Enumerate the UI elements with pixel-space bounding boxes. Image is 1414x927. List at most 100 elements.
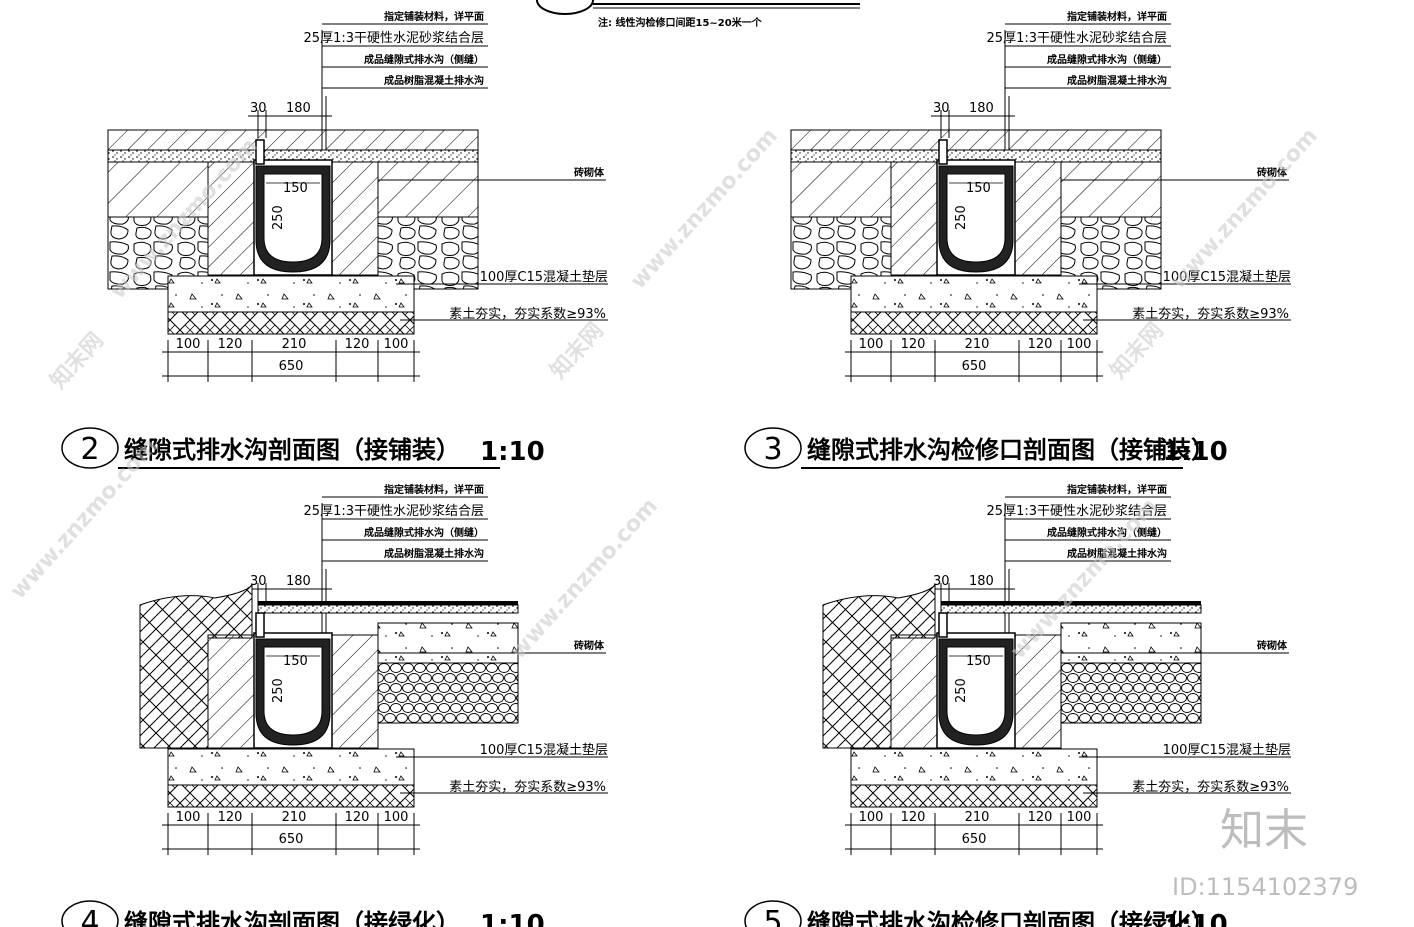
- detail-number: 3: [763, 432, 782, 467]
- layer-label: 指定铺装材料，详平面: [384, 483, 484, 496]
- section-p2: 指定铺装材料，详平面25厚1:3干硬性水泥砂浆结合层成品缝隙式排水沟（侧缝）成品…: [61, 10, 608, 469]
- dim-label: 150: [283, 181, 308, 196]
- slot-cover: [255, 612, 265, 638]
- detail-scale: 1:10: [480, 437, 545, 467]
- masonry-label: 砖砌体: [574, 639, 605, 652]
- dim-label: 30: [250, 574, 267, 589]
- mortar-layer: [257, 604, 519, 614]
- masonry-label: 砖砌体: [1257, 166, 1288, 179]
- concrete-cushion: [850, 748, 1098, 786]
- header-fragment: 注: 线性沟检修口间距15~20米一个: [536, 0, 860, 29]
- watermark-site: www.znzmo.com: [1166, 124, 1323, 294]
- detail-title: 缝隙式排水沟剖面图（接绿化）: [124, 909, 460, 927]
- detail-title: 缝隙式排水沟检修口剖面图（接铺装）: [807, 436, 1215, 464]
- channel-cavity: [263, 646, 323, 736]
- dim-label: 180: [969, 574, 994, 589]
- detail-number: 5: [763, 905, 782, 927]
- dim-label: 120: [1028, 810, 1053, 825]
- dim-label: 120: [901, 337, 926, 352]
- dim-label: 120: [345, 810, 370, 825]
- dim-label: 100: [384, 810, 409, 825]
- dim-label: 250: [954, 678, 969, 703]
- note-text: 注: 线性沟检修口间距15~20米一个: [598, 16, 763, 29]
- dim-label: 150: [966, 181, 991, 196]
- masonry-left: [890, 161, 942, 276]
- base-layer-left: [790, 161, 892, 218]
- masonry-right: [327, 161, 379, 276]
- layer-label: 成品树脂混凝土排水沟: [1067, 74, 1167, 87]
- paving-edge: [941, 601, 1201, 605]
- watermark-site: www.znzmo.com: [506, 494, 663, 664]
- watermark-site: www.znzmo.com: [626, 124, 783, 294]
- pebble-layer: [377, 662, 519, 724]
- dim-label: 120: [1028, 337, 1053, 352]
- compacted-soil: [167, 784, 415, 808]
- layer-label: 成品树脂混凝土排水沟: [384, 547, 484, 560]
- channel-cavity: [263, 173, 323, 263]
- dim-label: 100: [1067, 810, 1092, 825]
- slot-cover: [255, 139, 265, 165]
- masonry-label: 砖砌体: [574, 166, 605, 179]
- masonry-label: 砖砌体: [1257, 639, 1288, 652]
- soil-label: 素土夯实，夯实系数≥93%: [1132, 307, 1289, 322]
- layer-label: 成品树脂混凝土排水沟: [384, 74, 484, 87]
- layer-label: 成品树脂混凝土排水沟: [1067, 547, 1167, 560]
- dim-label: 150: [283, 654, 308, 669]
- compacted-soil: [167, 311, 415, 335]
- soil-label: 素土夯实，夯实系数≥93%: [1132, 780, 1289, 795]
- dim-label: 120: [218, 810, 243, 825]
- layer-label: 25厚1:3干硬性水泥砂浆结合层: [987, 31, 1167, 46]
- layer-label: 25厚1:3干硬性水泥砂浆结合层: [987, 504, 1167, 519]
- layer-label: 成品缝隙式排水沟（侧缝）: [364, 526, 484, 539]
- cushion-label: 100厚C15混凝土垫层: [1163, 269, 1291, 285]
- panels: 指定铺装材料，详平面25厚1:3干硬性水泥砂浆结合层成品缝隙式排水沟（侧缝）成品…: [61, 10, 1291, 927]
- paving-layer: [107, 129, 479, 151]
- detail-number-circle: [744, 900, 802, 927]
- paving-layer: [790, 129, 1162, 151]
- concrete-cushion: [167, 748, 415, 786]
- masonry-left: [207, 634, 259, 749]
- dim-label: 30: [250, 101, 267, 116]
- slot-cover: [938, 139, 948, 165]
- dim-label: 650: [279, 359, 304, 374]
- masonry-right: [327, 634, 379, 749]
- base-layer-right: [377, 161, 479, 218]
- dim-label: 150: [966, 654, 991, 669]
- masonry-right: [1010, 161, 1062, 276]
- dim-label: 100: [1067, 337, 1092, 352]
- layer-label: 25厚1:3干硬性水泥砂浆结合层: [304, 504, 484, 519]
- dim-label: 250: [271, 678, 286, 703]
- cushion-label: 100厚C15混凝土垫层: [1163, 742, 1291, 758]
- base-layer-right: [1060, 622, 1202, 664]
- detail-number-circle: [744, 427, 802, 469]
- detail-number-circle: [61, 427, 119, 469]
- layer-label: 指定铺装材料，详平面: [1067, 10, 1167, 23]
- detail-title: 缝隙式排水沟剖面图（接铺装）: [124, 436, 460, 464]
- watermark-brand: 知末: [1220, 805, 1308, 856]
- dim-label: 210: [965, 337, 990, 352]
- masonry-left: [890, 634, 942, 749]
- watermark-id: ID:1154102379: [1172, 873, 1358, 901]
- dim-label: 180: [969, 101, 994, 116]
- paving-edge: [258, 601, 518, 605]
- base-layer-right: [1060, 161, 1162, 218]
- dim-label: 30: [933, 101, 950, 116]
- layer-label: 成品缝隙式排水沟（侧缝）: [364, 53, 484, 66]
- dim-label: 120: [218, 337, 243, 352]
- cushion-label: 100厚C15混凝土垫层: [480, 269, 608, 285]
- concrete-cushion: [850, 275, 1098, 313]
- dim-label: 100: [859, 337, 884, 352]
- channel-cavity: [946, 173, 1006, 263]
- soil-label: 素土夯实，夯实系数≥93%: [449, 780, 606, 795]
- detail-scale: 1:10: [1163, 437, 1228, 467]
- layer-label: 成品缝隙式排水沟（侧缝）: [1047, 53, 1167, 66]
- dim-label: 180: [286, 101, 311, 116]
- detail-scale: 1:10: [1163, 910, 1228, 927]
- base-layer-right: [377, 622, 519, 664]
- pebble-layer: [1060, 662, 1202, 724]
- layer-label: 25厚1:3干硬性水泥砂浆结合层: [304, 31, 484, 46]
- watermark-logo: 知末网: [545, 318, 608, 384]
